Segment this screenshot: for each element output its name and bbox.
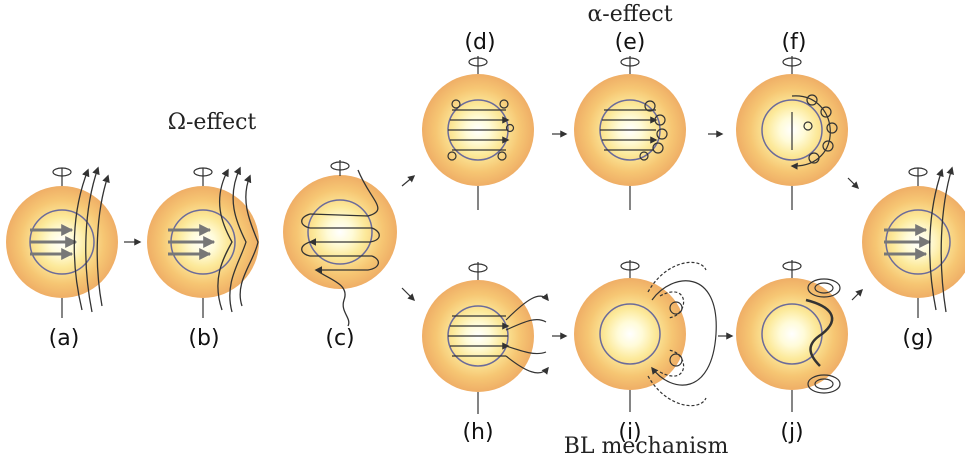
panel-label-j: (j)	[780, 420, 804, 445]
sun-j	[736, 278, 848, 390]
sun-c	[283, 175, 397, 289]
sun-i	[574, 278, 686, 390]
alpha-effect-title: α-effect	[587, 2, 673, 27]
panel-label-b: (b)	[188, 326, 220, 351]
core-f	[761, 99, 823, 161]
poloidal-arrows-g	[884, 224, 932, 260]
rotation-icon-d	[468, 57, 488, 67]
panel-j	[736, 260, 848, 412]
panel-b	[147, 166, 259, 318]
panel-label-i: (i)	[618, 420, 642, 445]
panel-c	[283, 160, 397, 327]
panel-h	[422, 262, 549, 414]
arrow-f-to-g	[847, 177, 860, 190]
poloidal-arrows-b	[168, 224, 216, 260]
rotation-icon-g	[908, 167, 928, 177]
field-lines-g	[929, 166, 954, 313]
field-lines-a	[73, 166, 110, 313]
panel-a	[6, 166, 118, 318]
panel-i	[574, 260, 717, 412]
omega-effect-title: Ω-effect	[167, 110, 257, 135]
windings-d	[447, 99, 515, 161]
panel-g	[862, 166, 965, 318]
arrow-c-to-h	[401, 287, 416, 302]
field-lines-b	[217, 166, 259, 313]
loops-f	[790, 94, 838, 170]
windings-h	[448, 293, 549, 375]
rotation-icon-i	[620, 261, 640, 271]
loops-j	[805, 278, 841, 394]
bl-mechanism-title: BL mechanism	[563, 434, 729, 459]
rotation-icon-h	[468, 263, 488, 273]
panel-e	[574, 56, 686, 210]
panel-label-f: (f)	[781, 30, 807, 55]
rotation-icon-a	[52, 167, 72, 177]
arrow-j-to-g	[851, 288, 864, 301]
core-c	[307, 199, 373, 265]
panel-d	[422, 56, 534, 210]
rotation-icon-c	[330, 161, 350, 171]
panel-label-g: (g)	[902, 326, 934, 351]
rotation-icon-j	[782, 261, 802, 271]
panel-f	[736, 56, 848, 210]
arrow-c-to-d	[401, 175, 416, 187]
core-i	[599, 303, 661, 365]
toroidal-windings-c	[301, 169, 380, 327]
loops-i	[647, 261, 717, 407]
panel-label-d: (d)	[464, 30, 496, 55]
rotation-icon-e	[620, 57, 640, 67]
rotation-icon-b	[193, 167, 213, 177]
panel-label-a: (a)	[48, 326, 80, 351]
panel-label-h: (h)	[462, 420, 494, 445]
panel-label-e: (e)	[614, 30, 646, 55]
windings-e	[600, 100, 668, 161]
poloidal-arrows-a	[30, 224, 78, 260]
rotation-icon-f	[782, 57, 802, 67]
panel-label-c: (c)	[325, 326, 355, 351]
